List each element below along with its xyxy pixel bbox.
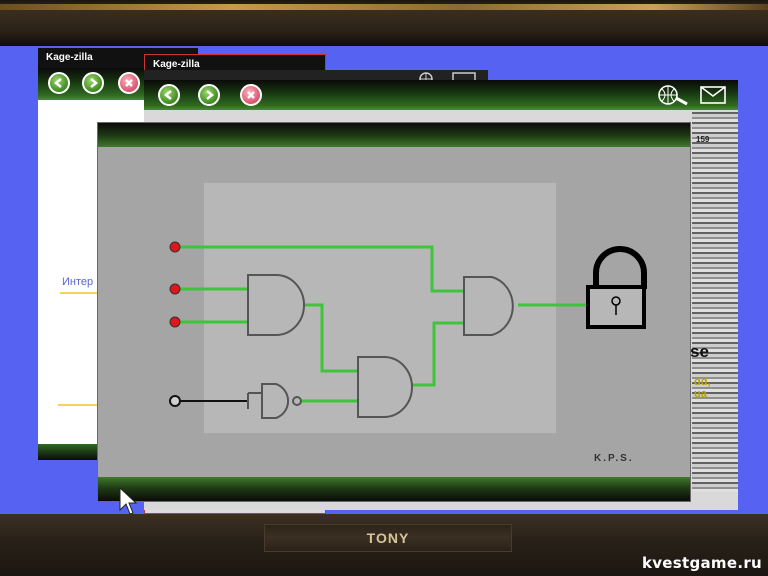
puzzle-body: K.P.S. bbox=[98, 147, 690, 479]
nand-bubble bbox=[292, 396, 302, 406]
input-3[interactable] bbox=[169, 316, 181, 328]
watermark: kvestgame.ru bbox=[641, 554, 762, 572]
stop-button[interactable] bbox=[118, 72, 140, 94]
puzzle-signature: K.P.S. bbox=[594, 453, 634, 464]
character-name-plate[interactable]: TONY bbox=[264, 524, 512, 552]
arrow-right-icon bbox=[206, 90, 215, 100]
arrow-left-icon bbox=[53, 78, 62, 88]
puzzle-window-bottombar bbox=[98, 477, 690, 501]
arrow-left-icon bbox=[163, 90, 172, 100]
stop-button[interactable] bbox=[240, 84, 262, 106]
input-4[interactable] bbox=[169, 395, 181, 407]
mouse-cursor-icon bbox=[119, 486, 138, 515]
headline-fragment: se bbox=[690, 342, 709, 361]
input-2[interactable] bbox=[169, 283, 181, 295]
forward-button[interactable] bbox=[82, 72, 104, 94]
page-number: 159 bbox=[696, 135, 710, 144]
and-gate-1 bbox=[247, 274, 305, 336]
forward-button[interactable] bbox=[198, 84, 220, 106]
back-button[interactable] bbox=[158, 84, 180, 106]
logic-circuit[interactable] bbox=[158, 227, 658, 427]
gold-trim bbox=[0, 4, 768, 10]
newspaper-column bbox=[692, 112, 738, 492]
nand-gate-2 bbox=[261, 383, 290, 419]
and-gate-4 bbox=[463, 276, 514, 336]
and-gate-3 bbox=[357, 356, 413, 418]
page-link[interactable]: Интер bbox=[62, 276, 94, 288]
close-icon bbox=[247, 91, 255, 99]
close-icon bbox=[125, 79, 133, 87]
puzzle-window-topbar bbox=[98, 123, 690, 147]
wire-input-1 bbox=[176, 245, 464, 293]
browser-toolbar bbox=[144, 80, 738, 110]
search-globe-icon[interactable] bbox=[656, 84, 690, 106]
wire-gate1-out bbox=[302, 303, 358, 373]
wire-gate3-out bbox=[412, 321, 464, 387]
divider-line bbox=[60, 292, 98, 294]
top-frame bbox=[0, 0, 768, 46]
highlight-fragment: dd, ua bbox=[694, 376, 711, 400]
back-button[interactable] bbox=[48, 72, 70, 94]
mail-icon[interactable] bbox=[700, 86, 726, 104]
divider-line bbox=[58, 404, 104, 406]
input-1[interactable] bbox=[169, 241, 181, 253]
padlock-icon bbox=[586, 246, 647, 329]
arrow-right-icon bbox=[90, 78, 99, 88]
logic-puzzle-window[interactable]: K.P.S. bbox=[97, 122, 691, 502]
